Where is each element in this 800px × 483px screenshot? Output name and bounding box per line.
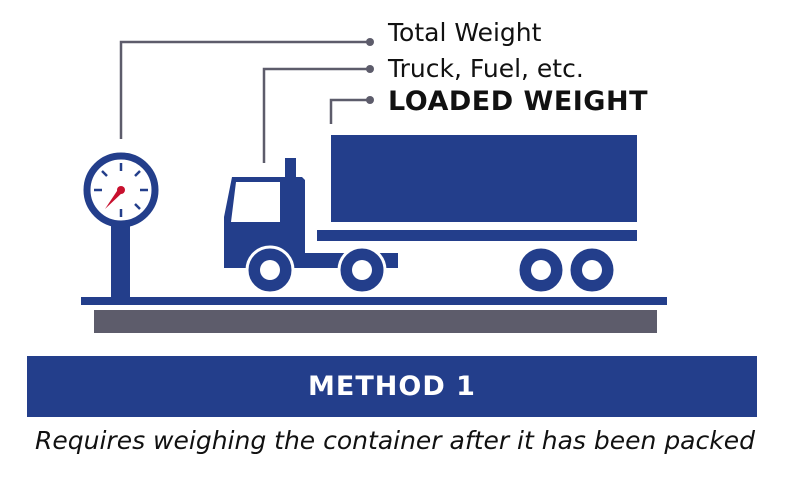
method-caption: Requires weighing the container after it… [35, 426, 755, 455]
leader-lines [119, 40, 370, 163]
container-box [331, 135, 637, 222]
leader-loaded-weight [329, 98, 370, 124]
leader-dot [366, 38, 374, 46]
label-total-weight: Total Weight [388, 18, 542, 47]
method-title: METHOD 1 [308, 371, 476, 402]
gauge-needle [105, 188, 123, 209]
method-banner: METHOD 1 [27, 356, 757, 417]
exhaust-stack [285, 158, 296, 178]
trailer-bed [317, 230, 637, 241]
label-truck-fuel: Truck, Fuel, etc. [388, 54, 584, 83]
scale-gauge-icon [83, 152, 159, 299]
leader-truck-fuel [262, 67, 370, 163]
truck-icon [224, 135, 637, 295]
label-loaded-weight: LOADED WEIGHT [388, 86, 648, 117]
scale-base [94, 310, 657, 333]
leader-total-weight [119, 40, 370, 139]
scale-platform [81, 297, 667, 305]
leader-dot [366, 96, 374, 104]
leader-dot [366, 65, 374, 73]
